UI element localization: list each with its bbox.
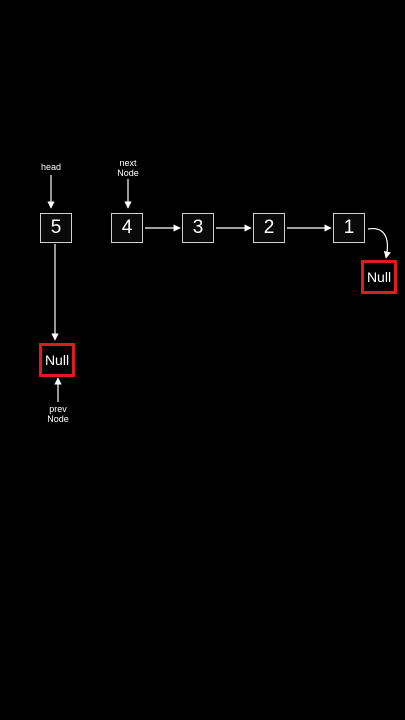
node-4: 4 — [111, 213, 143, 243]
link-1-to-null-arrow — [367, 228, 391, 259]
null-node-tail: Null — [361, 260, 397, 294]
null-node-prev: Null — [39, 343, 75, 377]
node-1: 1 — [333, 213, 365, 243]
node-2: 2 — [253, 213, 285, 243]
next-node-label: next Node — [117, 158, 139, 178]
node-5: 5 — [40, 213, 72, 243]
node-3: 3 — [182, 213, 214, 243]
head-label: head — [40, 162, 62, 172]
prev-node-label: prev Node — [47, 404, 69, 424]
